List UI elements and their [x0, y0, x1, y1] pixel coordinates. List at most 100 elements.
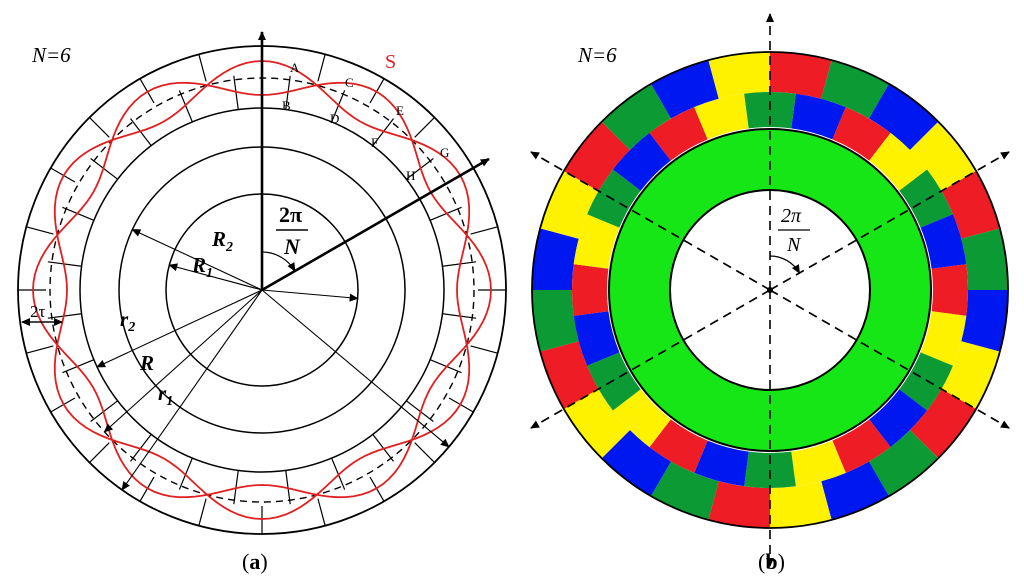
middle-magnet-segment — [571, 264, 609, 316]
cell-divider-inner — [372, 118, 394, 146]
cell-divider-outer — [414, 442, 435, 463]
middle-magnet-segment — [587, 169, 641, 228]
middle-magnet-segment — [899, 352, 953, 411]
radius-label-R1: R1 — [191, 253, 213, 281]
middle-magnet-segment — [694, 440, 749, 487]
curve-label-s: S — [385, 51, 396, 73]
outer-magnet-segment — [770, 52, 832, 99]
panel-b: N=6 2π N (b) — [530, 13, 1010, 574]
cell-divider-outer — [26, 345, 54, 354]
outer-magnet-segment — [961, 228, 1008, 290]
cell-label-b: B — [282, 98, 291, 113]
cell-label-f: F — [371, 135, 378, 150]
cell-divider-outer — [139, 476, 155, 502]
radius-arrow-R — [103, 289, 263, 433]
radius-label-r2: r2 — [120, 307, 135, 335]
cell-divider-inner — [429, 359, 462, 374]
dashed-axis-arrow — [530, 289, 771, 429]
outer-magnet-segment — [651, 461, 719, 520]
outer-magnet-segment — [708, 52, 770, 99]
middle-magnet-segment — [573, 311, 620, 366]
middle-magnet-segment — [649, 107, 708, 161]
outer-magnet-segment — [770, 481, 832, 528]
middle-magnet-segment — [931, 264, 969, 316]
outer-magnet-segment — [708, 481, 770, 528]
middle-magnet-segment — [832, 419, 891, 473]
cell-label-d: D — [330, 111, 339, 126]
middle-magnet-segment — [832, 107, 891, 161]
middle-magnet-segment — [612, 132, 671, 191]
cell-divider-inner — [233, 75, 239, 110]
cell-divider-inner — [178, 457, 193, 490]
outer-boundary-b — [531, 51, 1009, 529]
radius-arrow-r2 — [96, 289, 263, 368]
middle-magnet-segment — [744, 451, 796, 489]
outer-magnet-segment — [910, 389, 977, 459]
middle-magnet-segment — [587, 352, 641, 411]
angle-arc-a — [261, 251, 296, 272]
panel-a: N=6 S A B C D E F G H 2π N R2 R1 r2 R r1… — [17, 31, 507, 574]
cell-label-c: C — [345, 75, 354, 90]
cell-divider-inner — [442, 313, 477, 319]
middle-magnet-segment — [869, 132, 928, 191]
cell-divider-inner — [90, 158, 118, 180]
symmetry-axes — [530, 13, 1010, 567]
middle-magnet-segment — [744, 91, 796, 129]
tau-label: 2τ — [30, 302, 46, 321]
panel-b-n-label: N=6 — [577, 43, 617, 67]
cell-divider-inner — [47, 261, 82, 267]
outer-magnet-segment — [869, 83, 939, 150]
cell-divider-inner — [62, 206, 95, 221]
outer-magnet-segment — [651, 60, 719, 119]
cell-divider-outer — [198, 54, 207, 82]
caption-a: (a) — [242, 549, 268, 574]
angle-numerator-b: 2π — [781, 205, 802, 227]
angle-denominator-a: N — [283, 234, 301, 259]
dashed-axis-arrow — [769, 289, 1010, 429]
outer-magnet-segment — [941, 171, 1000, 239]
cell-divider-outer — [89, 442, 110, 463]
middle-magnet-segment — [694, 93, 749, 140]
outer-magnet-segment — [540, 171, 599, 239]
cell-label-a: A — [290, 60, 300, 75]
middle-magnet-segment — [869, 389, 928, 448]
radius-arrows — [21, 31, 490, 491]
cell-divider-outer — [414, 117, 435, 138]
stator-cell-grid — [18, 46, 506, 534]
angle-numerator-a: 2π — [279, 202, 302, 227]
cell-divider-outer — [89, 117, 110, 138]
angle-denominator-b: N — [786, 234, 802, 256]
cell-divider-outer — [26, 226, 54, 235]
radius-arrow-R1-right — [261, 289, 359, 302]
radius-arrow-R1 — [168, 263, 263, 291]
outer-magnet-segment — [961, 290, 1008, 352]
cell-divider-outer — [470, 345, 498, 354]
panel-a-n-label: N=6 — [31, 43, 71, 67]
middle-magnet-segment — [920, 214, 967, 269]
radius-arrow-lower-right — [261, 289, 450, 448]
cell-divider-outer — [470, 226, 498, 235]
middle-magnet-segment — [649, 419, 708, 473]
middle-magnet-segment — [791, 93, 846, 140]
outer-magnet-segment — [540, 341, 599, 409]
outer-magnet-segment — [601, 83, 671, 150]
outer-magnet-segment — [941, 341, 1000, 409]
cell-divider-outer — [448, 397, 474, 413]
middle-magnet-segment — [920, 311, 967, 366]
radius-label-r1: r1 — [158, 381, 173, 409]
axis-arrow-diagonal — [261, 157, 490, 292]
radius-label-R2: R2 — [211, 227, 233, 255]
cell-divider-outer — [317, 54, 326, 82]
middle-magnet-segment — [791, 440, 846, 487]
cell-divider-inner — [285, 470, 291, 505]
cell-divider-inner — [130, 118, 152, 146]
dashed-axis-arrow — [769, 151, 1010, 291]
cell-label-h: H — [406, 168, 415, 183]
cell-divider-outer — [369, 78, 385, 104]
cell-divider-inner — [90, 400, 118, 422]
cell-label-e: E — [396, 103, 404, 118]
cell-divider-inner — [331, 90, 346, 123]
outer-magnet-segment — [601, 430, 671, 497]
middle-magnet-segment — [899, 169, 953, 228]
cell-divider-inner — [285, 75, 291, 110]
